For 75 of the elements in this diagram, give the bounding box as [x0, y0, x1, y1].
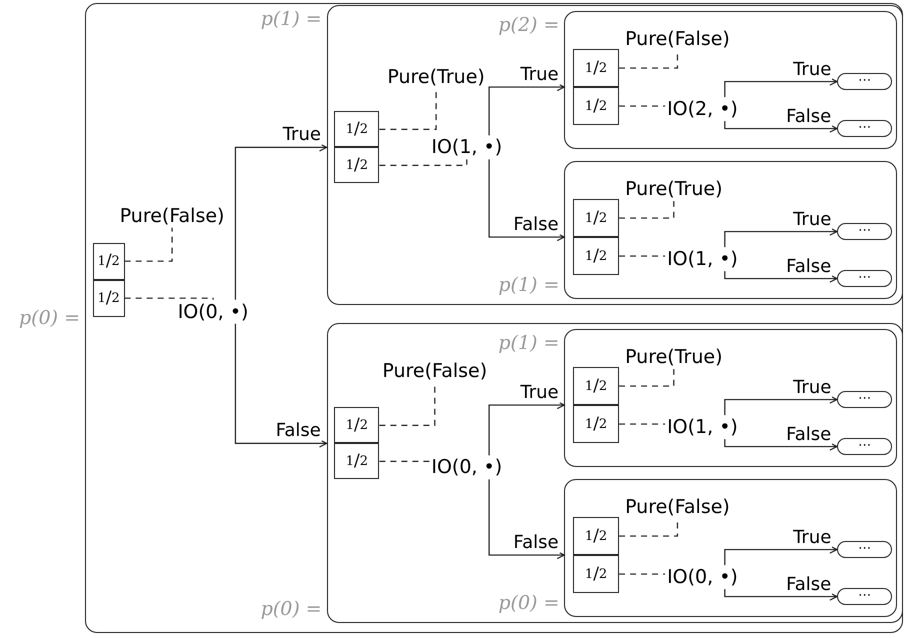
edge-label: True: [792, 60, 832, 80]
dashed-connector: [619, 423, 666, 425]
rounded-box: [564, 161, 898, 300]
dashed-connector: [619, 105, 666, 107]
dashed-connector: [124, 298, 214, 300]
ellipsis-node: ⋯: [837, 270, 892, 288]
branch-arrow: [724, 395, 838, 416]
ellipsis-node: ⋯: [837, 438, 892, 456]
io-label: IO(1, •): [667, 247, 738, 272]
probability-label: p(0) =: [260, 596, 322, 621]
ellipsis-node: ⋯: [837, 391, 892, 408]
rounded-box: [564, 11, 898, 150]
outcome-label: Pure(False): [120, 204, 224, 228]
dashed-connector: [619, 255, 666, 257]
rounded-box: [564, 329, 898, 468]
edge-label: False: [274, 421, 322, 442]
edge-label: False: [785, 106, 832, 127]
probability-label: p(2) =: [498, 13, 560, 38]
branch-arrow: [488, 479, 565, 560]
outcome-label: Pure(True): [387, 65, 485, 90]
dashed-connector: [619, 573, 666, 575]
dashed-connector: [124, 228, 173, 262]
dashed-connector: [379, 159, 468, 166]
ellipsis-node: ⋯: [837, 223, 892, 240]
edge-label: True: [519, 65, 560, 86]
io-label: IO(0, •): [667, 565, 738, 590]
edge-label: False: [512, 215, 560, 236]
ellipsis-node: ⋯: [837, 120, 892, 138]
edge-label: True: [519, 383, 560, 404]
io-label: IO(0, •): [431, 455, 502, 480]
rounded-box: [326, 322, 903, 623]
io-label: IO(1, •): [667, 415, 738, 440]
branch-arrow: [724, 545, 838, 566]
dashed-connector: [379, 89, 437, 130]
edge-label: False: [785, 574, 832, 595]
edge-label: True: [792, 528, 832, 548]
dashed-connector: [379, 460, 430, 462]
branch-arrow: [724, 227, 838, 248]
probability-label: p(0) =: [498, 591, 560, 616]
edge-label: False: [785, 424, 832, 445]
edge-label: True: [792, 378, 832, 398]
dashed-connector: [619, 369, 674, 387]
rounded-box: [85, 3, 903, 633]
probability-label: p(1) =: [260, 6, 322, 31]
branch-arrow: [488, 159, 565, 242]
ellipsis-node: ⋯: [837, 541, 892, 558]
branch-arrow: [724, 121, 838, 133]
dashed-connector: [619, 201, 674, 219]
branch-arrow: [234, 143, 328, 300]
rounded-box: [564, 479, 898, 618]
outcome-label: Pure(True): [625, 345, 722, 370]
branch-arrow: [724, 77, 838, 98]
edge-label: True: [282, 125, 322, 146]
outcome-label: Pure(False): [625, 495, 730, 520]
edge-label: True: [792, 210, 832, 230]
outcome-label: Pure(True): [625, 177, 722, 202]
outcome-label: Pure(False): [625, 27, 730, 52]
io-label: IO(0, •): [178, 300, 248, 324]
branch-arrow: [488, 400, 565, 456]
probability-label: p(1) =: [498, 331, 560, 356]
ellipsis-node: ⋯: [837, 588, 892, 606]
branch-arrow: [724, 271, 838, 283]
io-label: IO(2, •): [667, 97, 738, 122]
ellipsis-node: ⋯: [837, 73, 892, 90]
branch-arrow: [488, 82, 565, 136]
edge-label: False: [512, 533, 560, 554]
branch-arrow: [724, 439, 838, 451]
probability-label: p(0) =: [19, 306, 80, 330]
probability-label: p(1) =: [498, 273, 560, 298]
io-label: IO(1, •): [431, 135, 502, 160]
rounded-box: [326, 4, 903, 305]
outcome-label: Pure(False): [382, 359, 488, 384]
edge-label: False: [785, 256, 832, 277]
branch-arrow: [724, 589, 838, 601]
branch-arrow: [234, 324, 328, 448]
